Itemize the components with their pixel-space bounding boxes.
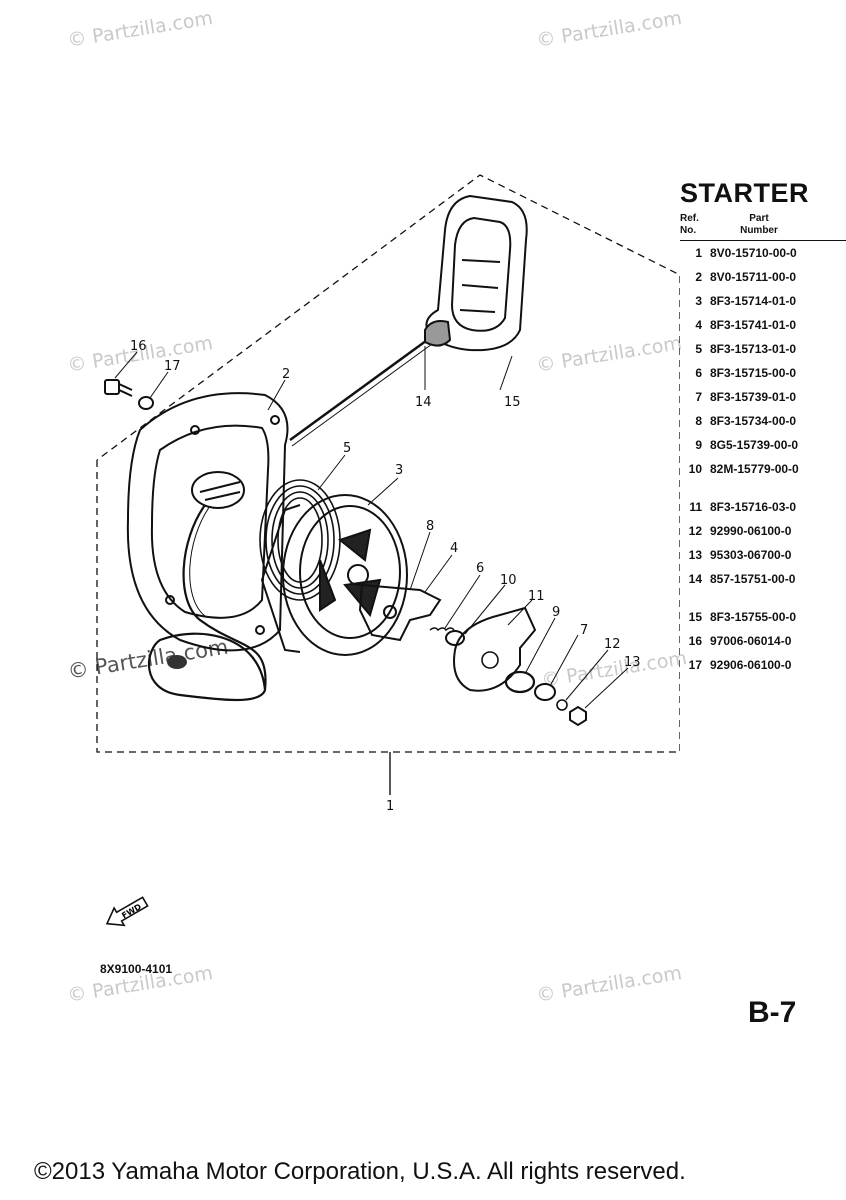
pawl-spring <box>429 627 455 632</box>
ref-no: 15 <box>688 610 702 624</box>
table-row: 7 8F3-15739-01-0 <box>680 385 846 409</box>
ref-no: 13 <box>688 548 702 562</box>
part-number: 92990-06100-0 <box>710 524 792 538</box>
part-number: 95303-06700-0 <box>710 548 792 562</box>
ref-no: 6 <box>695 366 702 380</box>
starter-exploded-diagram: 1 2 3 4 5 6 7 8 9 10 11 12 13 14 15 16 1… <box>96 174 680 927</box>
table-row: 17 92906-06100-0 <box>680 653 846 677</box>
bolt-16 <box>104 379 133 397</box>
ref-no: 11 <box>689 500 702 514</box>
callout-11: 11 <box>528 589 545 604</box>
part-number: 97006-06014-0 <box>710 634 792 648</box>
parts-table: STARTER Ref. No. Part Number 1 8V0-15710-… <box>680 178 846 677</box>
washer-9 <box>504 670 536 694</box>
table-row: 10 82M-15779-00-0 <box>680 457 846 481</box>
washer-10 <box>445 630 465 646</box>
ref-no: 3 <box>695 294 702 308</box>
callout-17: 17 <box>164 359 181 374</box>
starter-handle <box>424 194 528 352</box>
table-row: 5 8F3-15713-01-0 <box>680 337 846 361</box>
part-number: 8G5-15739-00-0 <box>710 438 799 452</box>
ref-no: 2 <box>695 270 702 284</box>
callout-5: 5 <box>343 441 351 456</box>
ref-no: 7 <box>695 390 702 404</box>
part-number-header: Part Number <box>740 213 778 236</box>
table-row: 3 8F3-15714-01-0 <box>680 289 846 313</box>
part-number: 82M-15779-00-0 <box>710 462 799 476</box>
table-row: 8 8F3-15734-00-0 <box>680 409 846 433</box>
cable <box>147 504 267 702</box>
ref-no: 9 <box>695 438 702 452</box>
drawing-number: 8X9100-4101 <box>100 962 173 976</box>
ref-no: 16 <box>688 634 702 648</box>
part-number: 8F3-15713-01-0 <box>710 342 797 356</box>
callout-8: 8 <box>426 519 434 534</box>
part-number: 8F3-15739-01-0 <box>710 390 797 404</box>
part-number: 8V0-15710-00-0 <box>710 246 797 260</box>
ref-no-header: Ref. No. <box>680 213 699 236</box>
table-header: Ref. No. Part Number <box>680 213 846 241</box>
part-number: 8F3-15734-00-0 <box>710 414 797 428</box>
washer-12 <box>556 699 568 711</box>
table-row: 1 8V0-15710-00-0 <box>680 241 846 265</box>
part-number: 8F3-15714-01-0 <box>710 294 797 308</box>
starter-rope <box>289 336 431 442</box>
table-row: 6 8F3-15715-00-0 <box>680 361 846 385</box>
drive-pawl <box>358 583 442 642</box>
callout-15: 15 <box>504 395 521 410</box>
table-row: 15 8F3-15755-00-0 <box>680 605 846 629</box>
callout-1: 1 <box>386 799 394 814</box>
forward-arrow-icon: FWD <box>105 896 149 927</box>
callout-14: 14 <box>415 395 432 410</box>
section-title: STARTER <box>680 178 809 208</box>
nut-13 <box>569 705 587 727</box>
ref-no: 10 <box>688 462 702 476</box>
table-row: 9 8G5-15739-00-0 <box>680 433 846 457</box>
table-row: 13 95303-06700-0 <box>680 543 846 567</box>
ref-no: 1 <box>695 246 702 260</box>
callout-7: 7 <box>580 623 588 638</box>
part-number: 8F3-15715-00-0 <box>710 366 797 380</box>
callout-6: 6 <box>476 561 484 576</box>
callout-13: 13 <box>624 655 641 670</box>
callout-16: 16 <box>130 339 147 354</box>
starter-housing <box>126 392 289 652</box>
table-row: 12 92990-06100-0 <box>680 519 846 543</box>
part-number: 8F3-15716-03-0 <box>710 500 797 514</box>
ref-no: 5 <box>695 342 702 356</box>
part-number: 857-15751-00-0 <box>710 572 796 586</box>
table-row: 11 8F3-15716-03-0 <box>680 495 846 519</box>
cable-end <box>167 655 187 669</box>
page-label: B-7 <box>748 996 797 1029</box>
leader-lines <box>114 346 629 709</box>
callout-2: 2 <box>282 367 290 382</box>
ref-no: 8 <box>695 414 702 428</box>
callout-12: 12 <box>604 637 621 652</box>
parts-rows: 1 8V0-15710-00-0 2 8V0-15711-00-0 3 8F3-157… <box>680 241 846 677</box>
assembly-boundary <box>96 174 680 753</box>
ref-no: 14 <box>688 572 702 586</box>
ref-no: 17 <box>688 658 702 672</box>
table-row: 14 857-15751-00-0 <box>680 567 846 591</box>
part-number: 8V0-15711-00-0 <box>710 270 797 284</box>
table-row: 4 8F3-15741-01-0 <box>680 313 846 337</box>
ref-no: 12 <box>688 524 702 538</box>
washer-7 <box>534 683 556 701</box>
drive-plate <box>453 606 537 692</box>
callout-3: 3 <box>395 463 403 478</box>
copyright-notice: ©2013 Yamaha Motor Corporation, U.S.A. A… <box>34 1158 686 1185</box>
sheave-drum <box>260 494 408 656</box>
table-row: 16 97006-06014-0 <box>680 629 846 653</box>
table-row: 2 8V0-15711-00-0 <box>680 265 846 289</box>
callout-4: 4 <box>450 541 458 556</box>
washer-17 <box>138 396 154 410</box>
part-number: 8F3-15741-01-0 <box>710 318 797 332</box>
callout-9: 9 <box>552 605 560 620</box>
part-number: 8F3-15755-00-0 <box>710 610 797 624</box>
callout-10: 10 <box>500 573 517 588</box>
ref-no: 4 <box>695 318 702 332</box>
part-number: 92906-06100-0 <box>710 658 792 672</box>
